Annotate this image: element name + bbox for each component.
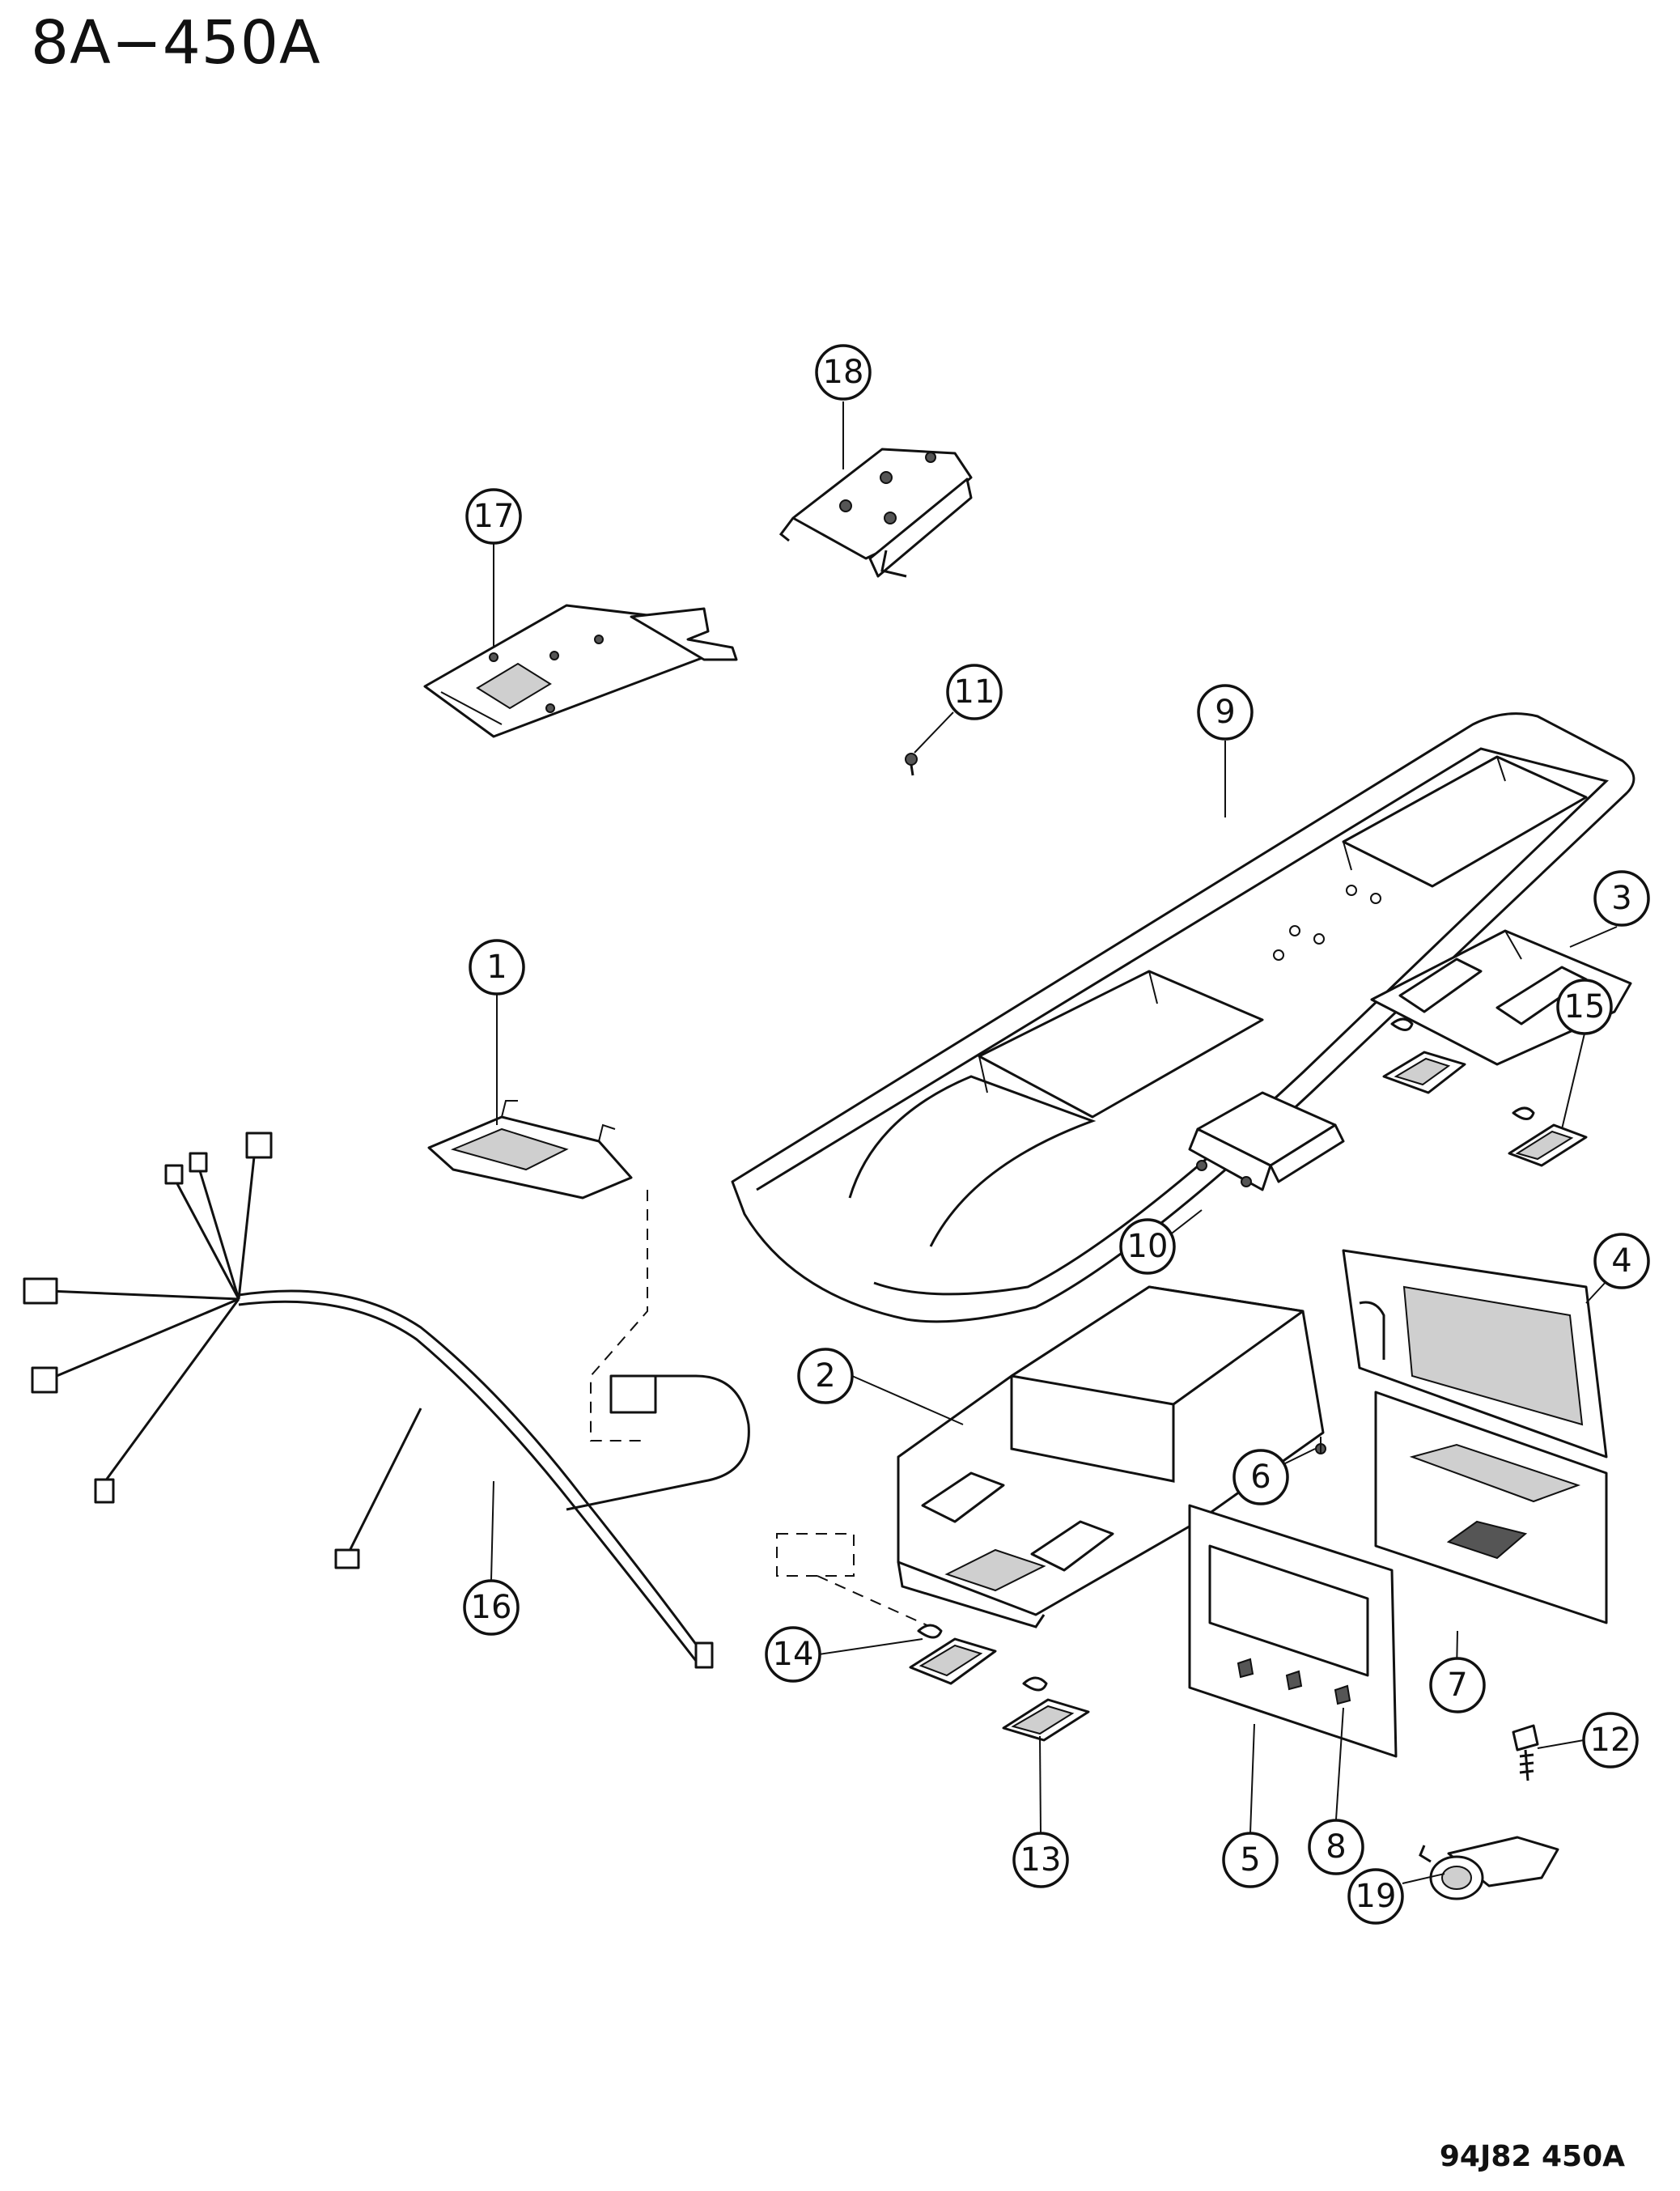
part-3-module	[1370, 929, 1632, 1066]
callout-label: 8	[1326, 1828, 1346, 1866]
part-5-panel	[1188, 1504, 1398, 1758]
callout-label: 11	[954, 673, 995, 711]
figure-code: 94J82 450A	[1439, 2140, 1625, 2173]
callout-9: 9	[1197, 684, 1254, 741]
callout-6: 6	[1232, 1449, 1289, 1505]
part-15-lamp-lens	[1382, 1017, 1588, 1167]
part-2-console-base	[897, 1285, 1325, 1628]
callout-14: 14	[765, 1626, 821, 1683]
callout-16: 16	[463, 1579, 520, 1636]
part-6-screw	[1315, 1437, 1326, 1454]
part-13-lamp-lens	[909, 1637, 1090, 1742]
callout-label: 5	[1240, 1841, 1260, 1879]
callout-13: 13	[1012, 1832, 1069, 1888]
part-14-bulb	[776, 1533, 943, 1639]
callout-2: 2	[797, 1348, 854, 1404]
callout-label: 1	[486, 949, 507, 986]
callout-7: 7	[1429, 1657, 1486, 1713]
callout-15: 15	[1556, 979, 1613, 1035]
callout-label: 3	[1611, 880, 1631, 917]
callout-17: 17	[465, 488, 522, 545]
callout-label: 9	[1215, 694, 1235, 731]
callout-label: 4	[1611, 1242, 1631, 1280]
page-title: 8A−450A	[31, 8, 321, 78]
part-7-panel	[1374, 1391, 1608, 1624]
callout-3: 3	[1593, 870, 1650, 927]
callout-1: 1	[469, 939, 525, 996]
callout-label: 12	[1590, 1722, 1631, 1759]
part-10-bracket	[1188, 1091, 1345, 1191]
part-17-plate	[423, 604, 738, 738]
callout-label: 19	[1355, 1878, 1397, 1915]
part-18-bracket	[778, 448, 973, 578]
callout-label: 18	[823, 354, 864, 391]
callout-11: 11	[946, 664, 1003, 720]
part-11-screw	[905, 753, 918, 776]
part-12-screw	[1512, 1724, 1539, 1781]
callout-4: 4	[1593, 1233, 1650, 1289]
callout-label: 13	[1020, 1841, 1062, 1879]
callout-19: 19	[1347, 1868, 1404, 1925]
callout-label: 14	[773, 1636, 814, 1673]
callout-label: 15	[1564, 988, 1606, 1025]
callout-8: 8	[1308, 1819, 1364, 1875]
part-1-lamp-housing	[427, 1100, 633, 1200]
callout-label: 6	[1250, 1459, 1271, 1496]
leader-dashed-1	[590, 1190, 648, 1442]
callout-label: 17	[473, 498, 515, 535]
part-16-wiring-harness	[23, 1132, 750, 1669]
callout-label: 16	[471, 1589, 512, 1626]
callout-18: 18	[815, 344, 872, 401]
callout-label: 2	[815, 1357, 835, 1395]
callout-12: 12	[1582, 1712, 1639, 1769]
callout-5: 5	[1222, 1832, 1279, 1888]
callout-label: 7	[1447, 1667, 1467, 1704]
part-9-console-housing	[731, 712, 1635, 1323]
part-19-switch	[1419, 1836, 1559, 1900]
callout-10: 10	[1119, 1218, 1176, 1275]
part-4-panel	[1342, 1249, 1608, 1459]
callout-label: 10	[1127, 1228, 1169, 1265]
